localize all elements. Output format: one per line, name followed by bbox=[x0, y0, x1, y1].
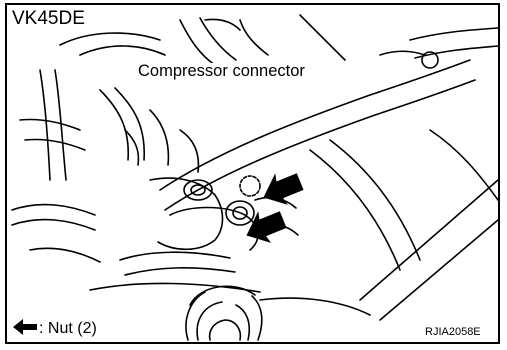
legend-nut-text: : Nut (2) bbox=[38, 320, 98, 337]
upper-nut-arrow bbox=[263, 173, 304, 205]
refrigerant-hose bbox=[159, 27, 499, 211]
diagram-frame bbox=[5, 3, 500, 344]
compressor-connector-label: Compressor connector bbox=[136, 62, 307, 80]
intake-hoses bbox=[11, 14, 346, 263]
bottom-fitting bbox=[185, 285, 263, 341]
compressor-body bbox=[89, 109, 299, 293]
nut-pointer-arrows bbox=[246, 173, 304, 243]
engine-model-label: VK45DE bbox=[10, 8, 87, 29]
body-panels bbox=[259, 129, 499, 321]
left-arrow-icon bbox=[13, 319, 37, 335]
lower-nut-arrow bbox=[246, 211, 287, 243]
reference-code: RJIA2058E bbox=[424, 326, 482, 338]
